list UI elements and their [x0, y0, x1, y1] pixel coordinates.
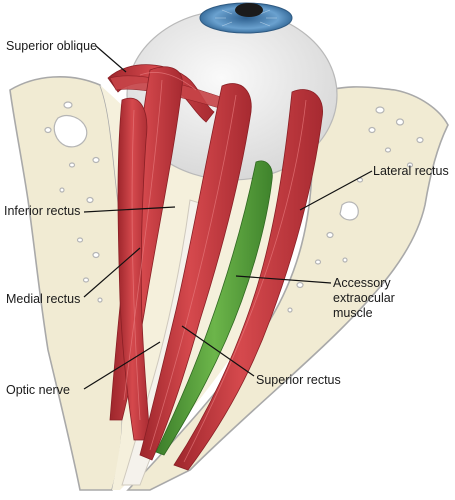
label-medial-rectus: Medial rectus — [6, 292, 81, 306]
pupil — [235, 3, 263, 17]
leader-superior-rectus — [181, 325, 255, 377]
orbit-bone-lateral — [126, 86, 449, 491]
leader-lines — [83, 45, 373, 390]
leader-optic-nerve — [83, 341, 161, 390]
leader-medial-rectus — [83, 247, 141, 298]
inferior-rectus-muscle — [117, 97, 151, 441]
superior-rectus-muscle — [139, 83, 252, 461]
leader-lateral-rectus — [299, 170, 373, 211]
leader-inferior-rectus — [83, 206, 176, 213]
label-optic-nerve: Optic nerve — [6, 383, 70, 397]
bone-foramina — [44, 101, 424, 313]
accessory-extraocular-muscle — [155, 160, 273, 456]
label-accessory-extraocular-muscle: Accessory extraocular muscle — [333, 276, 395, 320]
label-inferior-rectus: Inferior rectus — [4, 204, 81, 218]
leader-superior-oblique — [95, 45, 127, 73]
muscle-striations — [123, 72, 307, 463]
label-lateral-rectus: Lateral rectus — [373, 164, 449, 178]
lateral-rectus-muscle — [173, 89, 323, 471]
leader-accessory-muscle — [235, 275, 332, 284]
label-superior-rectus: Superior rectus — [256, 373, 341, 387]
label-superior-oblique: Superior oblique — [6, 39, 98, 53]
